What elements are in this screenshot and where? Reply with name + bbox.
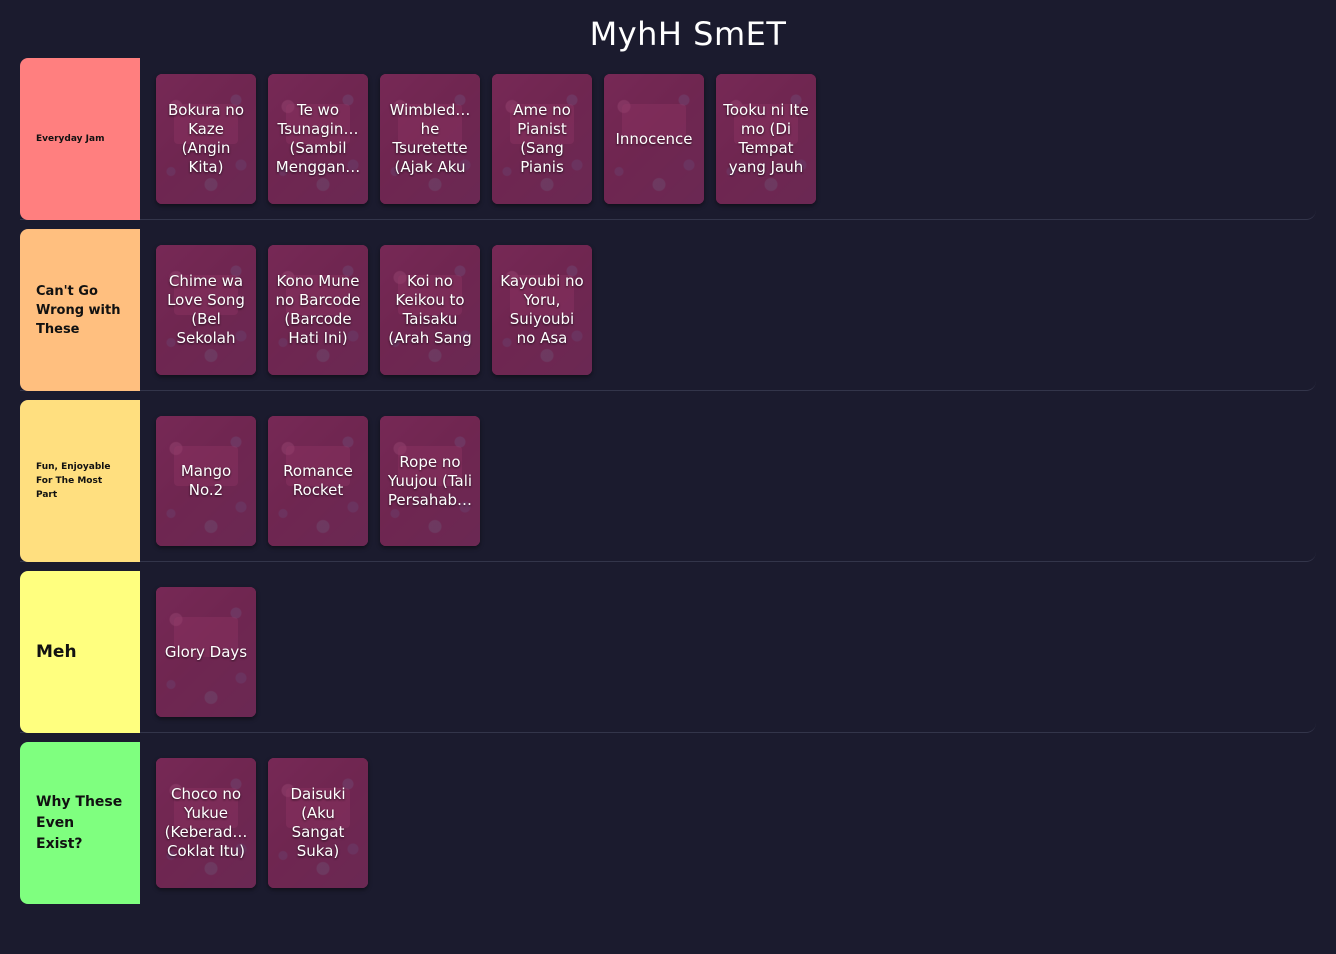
- tier-items: Glory Days: [140, 571, 272, 732]
- song-title: Bokura no Kaze (Angin Kita): [167, 101, 244, 176]
- song-title: Chime wa Love Song (Bel Sekolah: [167, 272, 245, 347]
- song-title: Kono Mune no Barcode (Barcode Hati Ini): [275, 272, 361, 347]
- song-title: Te wo Tsunagin… (Sambil Menggan…: [275, 101, 361, 176]
- song-card[interactable]: Glory Days: [156, 587, 256, 717]
- page-title: MyhH SmET: [589, 15, 787, 53]
- tier-label-text: Fun, Enjoyable For The Most Part: [36, 462, 111, 500]
- tier-label[interactable]: Why These Even Exist?: [20, 742, 140, 904]
- song-card[interactable]: Koi no Keikou to Taisaku (Arah Sang: [380, 245, 480, 375]
- tier-row: Why These Even Exist? Choco no Yukue (Ke…: [20, 742, 1316, 904]
- tier-label[interactable]: Can't Go Wrong with These: [20, 229, 140, 391]
- song-title: Daisuki (Aku Sangat Suka): [290, 785, 346, 860]
- tier-label[interactable]: Meh: [20, 571, 140, 733]
- tier-label-text: Meh: [36, 642, 77, 662]
- song-title: Mango No.2: [180, 462, 232, 499]
- song-title: Innocence: [615, 129, 693, 148]
- song-title: Kayoubi no Yoru, Suiyoubi no Asa: [500, 272, 584, 347]
- song-card[interactable]: Romance Rocket: [268, 416, 368, 546]
- song-title: Tooku ni Ite mo (Di Tempat yang Jauh: [723, 101, 809, 176]
- song-title: Koi no Keikou to Taisaku (Arah Sang: [388, 272, 472, 347]
- song-title: Romance Rocket: [283, 462, 353, 499]
- tier-items: Bokura no Kaze (Angin Kita) Te wo Tsunag…: [140, 58, 832, 219]
- tier-row: Fun, Enjoyable For The Most Part Mango N…: [20, 400, 1316, 562]
- song-title: Glory Days: [164, 642, 248, 661]
- tier-items: Choco no Yukue (Keberad… Coklat Itu) Dai…: [140, 742, 384, 904]
- song-card[interactable]: Rope no Yuujou (Tali Persahab…: [380, 416, 480, 546]
- song-card[interactable]: Choco no Yukue (Keberad… Coklat Itu): [156, 758, 256, 888]
- song-card[interactable]: Mango No.2: [156, 416, 256, 546]
- tier-label-text: Can't Go Wrong with These: [36, 283, 121, 337]
- song-title: Rope no Yuujou (Tali Persahab…: [387, 452, 473, 509]
- tier-row: Can't Go Wrong with These Chime wa Love …: [20, 229, 1316, 391]
- song-card[interactable]: Daisuki (Aku Sangat Suka): [268, 758, 368, 888]
- song-card[interactable]: Tooku ni Ite mo (Di Tempat yang Jauh: [716, 74, 816, 204]
- tier-row: Meh Glory Days: [20, 571, 1316, 733]
- tier-label-text: Why These Even Exist?: [36, 793, 123, 852]
- song-card[interactable]: Innocence: [604, 74, 704, 204]
- song-card[interactable]: Bokura no Kaze (Angin Kita): [156, 74, 256, 204]
- tier-list: Everyday Jam Bokura no Kaze (Angin Kita)…: [20, 58, 1316, 913]
- song-card[interactable]: Chime wa Love Song (Bel Sekolah: [156, 245, 256, 375]
- tier-label-text: Everyday Jam: [36, 134, 105, 144]
- song-title: Ame no Pianist (Sang Pianis: [513, 101, 571, 176]
- song-title: Wimbled… he Tsuretette (Ajak Aku: [389, 101, 471, 176]
- tier-label[interactable]: Fun, Enjoyable For The Most Part: [20, 400, 140, 562]
- song-title: Choco no Yukue (Keberad… Coklat Itu): [164, 785, 248, 860]
- tier-row: Everyday Jam Bokura no Kaze (Angin Kita)…: [20, 58, 1316, 220]
- tier-items: Mango No.2 Romance Rocket Rope no Yuujou…: [140, 400, 496, 561]
- tier-items: Chime wa Love Song (Bel Sekolah Kono Mun…: [140, 229, 608, 390]
- song-card[interactable]: Wimbled… he Tsuretette (Ajak Aku: [380, 74, 480, 204]
- song-card[interactable]: Kayoubi no Yoru, Suiyoubi no Asa: [492, 245, 592, 375]
- song-card[interactable]: Te wo Tsunagin… (Sambil Menggan…: [268, 74, 368, 204]
- tier-label[interactable]: Everyday Jam: [20, 58, 140, 220]
- song-card[interactable]: Kono Mune no Barcode (Barcode Hati Ini): [268, 245, 368, 375]
- song-card[interactable]: Ame no Pianist (Sang Pianis: [492, 74, 592, 204]
